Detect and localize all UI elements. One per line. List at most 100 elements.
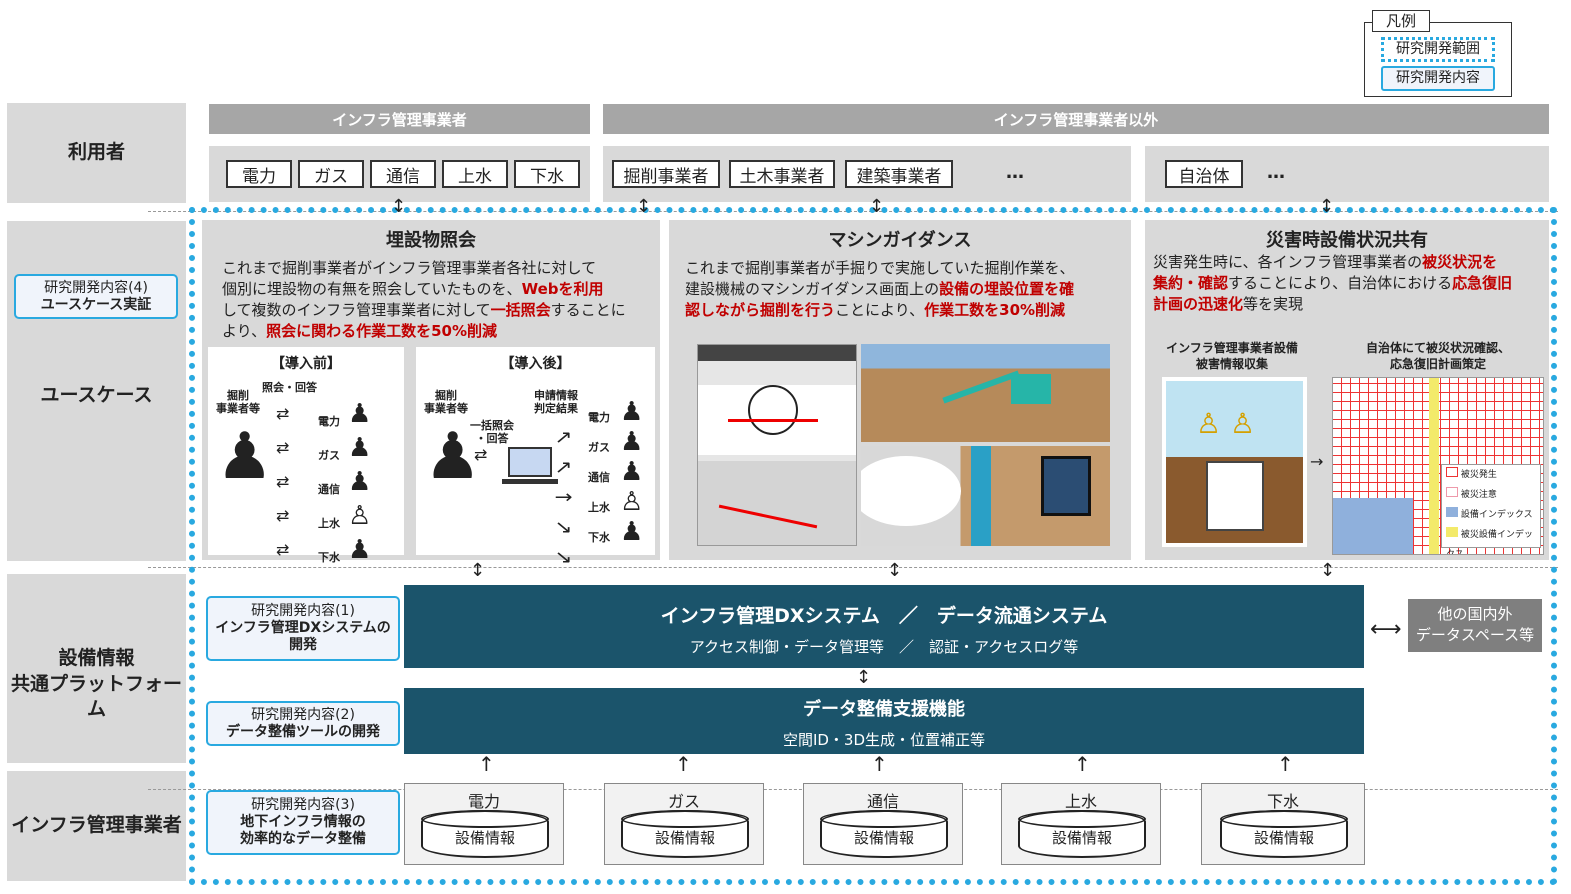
arrow-updown: ↕ <box>1320 560 1335 581</box>
db-sewer: 下水設備情報 <box>1201 783 1365 865</box>
prep-sub: 空間ID・3D生成・位置補正等 <box>404 729 1364 750</box>
damage-collection-image: ♙ ♙ <box>1162 377 1307 547</box>
user-tag-sewer: 下水 <box>514 160 580 188</box>
dx-sub: アクセス制御・データ管理等 ／ 認証・アクセスログ等 <box>404 636 1364 657</box>
digger-label: 掘削 事業者等 <box>210 389 266 415</box>
arrow-right: → <box>1310 452 1323 471</box>
text-line: 個別に埋設物の有無を照会していたものを、Webを利用 <box>222 279 652 300</box>
text-line: 集約・確認することにより、自治体における応急復旧 <box>1153 273 1545 294</box>
guidance-screen-image <box>697 344 857 546</box>
arrow-updown: ↕ <box>869 196 884 217</box>
usecase-description: 災害発生時に、各インフラ管理事業者の被災状況を 集約・確認することにより、自治体… <box>1153 252 1545 315</box>
fanout-arrows: ↗↗→↘↘ <box>554 423 572 573</box>
row-usecase: ユースケース <box>7 221 186 561</box>
before-title: 【導入前】 <box>208 353 404 373</box>
dx-system-box: インフラ管理DXシステム ／ データ流通システム アクセス制御・データ管理等 ／… <box>404 585 1364 668</box>
digger-label: 掘削 事業者等 <box>418 389 474 415</box>
rd2-label: 研究開発内容(2)データ整備ツールの開発 <box>206 701 400 746</box>
arrow-updown: ↕ <box>856 667 871 688</box>
arrow-up: ↑ <box>675 752 692 776</box>
usecase-title: 災害時設備状況共有 <box>1145 226 1549 252</box>
text-line: して複数のインフラ管理事業者に対して一括照会することに <box>222 300 652 321</box>
row-usecase-label: ユースケース <box>40 383 152 409</box>
user-tag-building: 建築事業者 <box>845 160 953 188</box>
row-platform-l2: 共通プラットフォーム <box>7 672 186 723</box>
usecase-title: 埋設物照会 <box>202 226 660 252</box>
text-line: より、照会に関わる作業工数を50%削減 <box>222 321 652 342</box>
db-telecom: 通信設備情報 <box>803 783 963 865</box>
dx-title: インフラ管理DXシステム ／ データ流通システム <box>404 601 1364 628</box>
utility-worker-icons: ♟♟♟♙♟ <box>348 397 371 567</box>
other-dataspace-box: 他の国内外データスペース等 <box>1408 599 1542 652</box>
user-ellipsis: … <box>1267 162 1285 183</box>
qa-label: 照会・回答 <box>262 379 317 395</box>
text-line: 建設機械のマシンガイダンス画面上の設備の埋設位置を確 <box>685 279 1125 300</box>
rd1-label: 研究開発内容(1)インフラ管理DXシステムの開発 <box>206 596 400 661</box>
data-prep-box: データ整備支援機能 空間ID・3D生成・位置補正等 <box>404 688 1364 754</box>
user-tag-gas: ガス <box>298 160 364 188</box>
utility-list: 電力ガス通信上水下水 <box>318 405 340 575</box>
text-line: 計画の迅速化等を実現 <box>1153 294 1545 315</box>
row-users: 利用者 <box>7 103 186 203</box>
arrow-up: ↑ <box>871 752 888 776</box>
caption: 自治体にて被災状況確認、応急復旧計画策定 <box>1333 340 1543 372</box>
arrow-updown: ↕ <box>470 560 485 581</box>
prep-title: データ整備支援機能 <box>404 695 1364 721</box>
header-non-infra: インフラ管理事業者以外 <box>603 104 1549 134</box>
exchange-arrows: ⇄ <box>474 445 487 464</box>
worker-icon: ♟ <box>216 425 273 489</box>
row-platform: 設備情報共通プラットフォーム <box>7 574 186 763</box>
usecase-title: マシンガイダンス <box>669 226 1131 252</box>
legend-title: 凡例 <box>1372 10 1430 32</box>
user-tag-excavator: 掘削事業者 <box>612 160 720 188</box>
before-panel: 【導入前】 照会・回答 掘削 事業者等 ♟ ⇄⇄⇄⇄⇄ 電力ガス通信上水下水 ♟… <box>208 347 404 555</box>
arrow-updown: ↕ <box>1319 196 1334 217</box>
bulk-label: 一括照会 ・回答 <box>470 419 514 445</box>
user-tag-civil: 土木事業者 <box>729 160 835 188</box>
dx-other-arrow: ⟷ <box>1370 617 1402 642</box>
exchange-arrows: ⇄⇄⇄⇄⇄ <box>276 397 289 567</box>
damage-map-image: 被災発生 被災注意 設備インデックス 被災設備インデックス <box>1332 377 1544 555</box>
user-tag-power: 電力 <box>226 160 292 188</box>
arrow-up: ↑ <box>1277 752 1294 776</box>
text-line: 認しながら掘削を行うことにより、作業工数を30%削減 <box>685 300 1125 321</box>
user-tag-telecom: 通信 <box>370 160 436 188</box>
row-platform-l1: 設備情報 <box>58 646 134 672</box>
text-line: これまで掘削事業者が手掘りで実施していた掘削作業を、 <box>685 258 1125 279</box>
utility-worker-icons: ♟♟♟♙♟ <box>620 397 643 547</box>
arrow-up: ↑ <box>1074 752 1091 776</box>
usecase-disaster-sharing: 災害時設備状況共有 災害発生時に、各インフラ管理事業者の被災状況を 集約・確認す… <box>1145 220 1549 560</box>
arrow-updown: ↕ <box>636 196 651 217</box>
db-water: 上水設備情報 <box>1001 783 1161 865</box>
arrow-up: ↑ <box>478 752 495 776</box>
laptop-base <box>502 479 558 484</box>
map-legend: 被災発生 被災注意 設備インデックス 被災設備インデックス <box>1441 464 1541 548</box>
arrow-updown: ↕ <box>391 196 406 217</box>
db-gas: ガス設備情報 <box>604 783 764 865</box>
caption: インフラ管理事業者設備被害情報収集 <box>1157 340 1307 372</box>
operator-photo <box>861 446 1110 546</box>
utility-list: 電力ガス通信上水下水 <box>588 403 610 553</box>
usecase-machine-guidance: マシンガイダンス これまで掘削事業者が手掘りで実施していた掘削作業を、 建設機械… <box>669 220 1131 560</box>
text-line: これまで掘削事業者がインフラ管理事業者各社に対して <box>222 258 652 279</box>
row-operators: インフラ管理事業者 <box>7 771 186 881</box>
user-tag-water: 上水 <box>442 160 508 188</box>
header-infra: インフラ管理事業者 <box>209 104 590 134</box>
text-line: 災害発生時に、各インフラ管理事業者の被災状況を <box>1153 252 1545 273</box>
db-power: 電力設備情報 <box>404 783 564 865</box>
rd4-label: 研究開発内容(4)ユースケース実証 <box>14 274 178 319</box>
after-panel: 【導入後】 掘削 事業者等 ♟ 一括照会 ・回答 ⇄ 申請情報 判定結果 ↗↗→… <box>416 347 655 555</box>
usecase-buried-inquiry: 埋設物照会 これまで掘削事業者がインフラ管理事業者各社に対して 個別に埋設物の有… <box>202 220 660 560</box>
apply-label: 申請情報 判定結果 <box>534 389 578 415</box>
excavator-photo <box>861 344 1110 442</box>
user-tag-gov: 自治体 <box>1165 160 1243 188</box>
legend-content: 研究開発内容 <box>1381 66 1495 91</box>
usecase-description: これまで掘削事業者が手掘りで実施していた掘削作業を、 建設機械のマシンガイダンス… <box>685 258 1125 321</box>
arrow-updown: ↕ <box>887 560 902 581</box>
laptop-icon <box>508 447 552 477</box>
legend-scope: 研究開発範囲 <box>1381 37 1495 62</box>
usecase-description: これまで掘削事業者がインフラ管理事業者各社に対して 個別に埋設物の有無を照会して… <box>222 258 652 342</box>
rd3-label: 研究開発内容(3)地下インフラ情報の効率的なデータ整備 <box>206 790 400 855</box>
after-title: 【導入後】 <box>416 353 655 373</box>
user-ellipsis: … <box>1006 162 1024 183</box>
